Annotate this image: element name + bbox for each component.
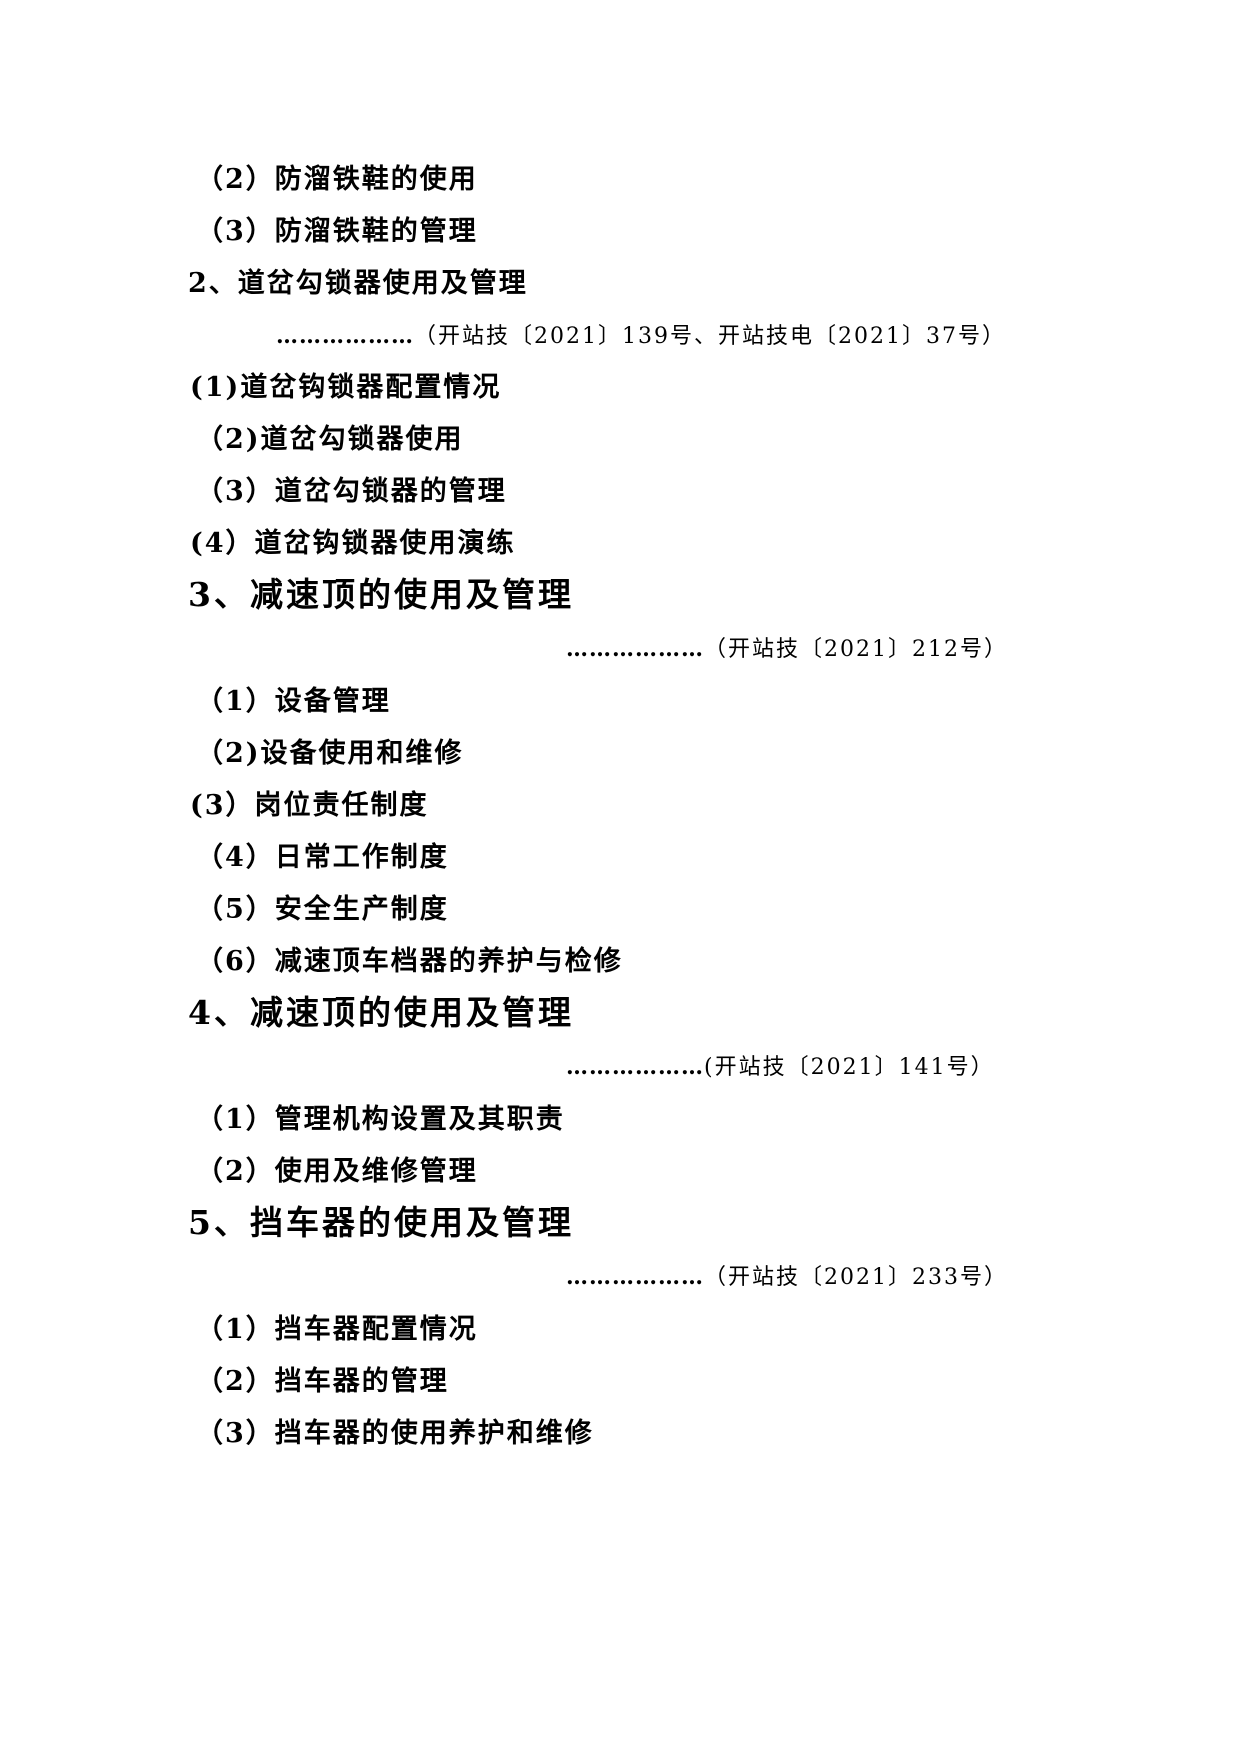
reference-line: ………………（开站技〔2021〕212号） bbox=[566, 638, 1008, 661]
section-heading: 4、减速顶的使用及管理 bbox=[188, 993, 574, 1032]
list-item: （3）防溜铁鞋的管理 bbox=[196, 216, 478, 247]
list-item: （3）道岔勾锁器的管理 bbox=[196, 476, 507, 507]
leader-dots: ……………… bbox=[276, 323, 414, 349]
reference-line: ………………(开站技〔2021〕141号） bbox=[566, 1056, 995, 1079]
list-item: （2）挡车器的管理 bbox=[196, 1366, 449, 1397]
section-heading: 3、减速顶的使用及管理 bbox=[188, 575, 574, 614]
reference-text: (开站技〔2021〕141号） bbox=[704, 1055, 995, 1080]
list-item: （5）安全生产制度 bbox=[196, 894, 449, 925]
list-item: （2）使用及维修管理 bbox=[196, 1156, 478, 1187]
reference-text: （开站技〔2021〕212号） bbox=[704, 637, 1008, 662]
list-item: （2)设备使用和维修 bbox=[196, 738, 464, 769]
list-item: （4）日常工作制度 bbox=[196, 842, 449, 873]
list-item: （1）管理机构设置及其职责 bbox=[196, 1104, 565, 1135]
reference-text: （开站技〔2021〕139号、开站技电〔2021〕37号） bbox=[414, 324, 1006, 349]
list-item: （1）挡车器配置情况 bbox=[196, 1314, 478, 1345]
list-item: （2)道岔勾锁器使用 bbox=[196, 424, 464, 455]
list-item: （2）防溜铁鞋的使用 bbox=[196, 164, 478, 195]
reference-line: ………………（开站技〔2021〕233号） bbox=[566, 1266, 1008, 1289]
leader-dots: ……………… bbox=[566, 1054, 704, 1080]
section-heading: 2、道岔勾锁器使用及管理 bbox=[188, 268, 528, 299]
leader-dots: ……………… bbox=[566, 636, 704, 662]
list-item: (4）道岔钩锁器使用演练 bbox=[190, 528, 516, 559]
reference-text: （开站技〔2021〕233号） bbox=[704, 1265, 1008, 1290]
list-item: (1)道岔钩锁器配置情况 bbox=[190, 372, 502, 403]
list-item: （1）设备管理 bbox=[196, 686, 391, 717]
list-item: （3）挡车器的使用养护和维修 bbox=[196, 1418, 594, 1449]
leader-dots: ……………… bbox=[566, 1264, 704, 1290]
list-item: (3）岗位责任制度 bbox=[190, 790, 429, 821]
list-item: （6）减速顶车档器的养护与检修 bbox=[196, 946, 623, 977]
section-heading: 5、挡车器的使用及管理 bbox=[188, 1203, 574, 1242]
reference-line: ………………（开站技〔2021〕139号、开站技电〔2021〕37号） bbox=[276, 325, 1006, 348]
